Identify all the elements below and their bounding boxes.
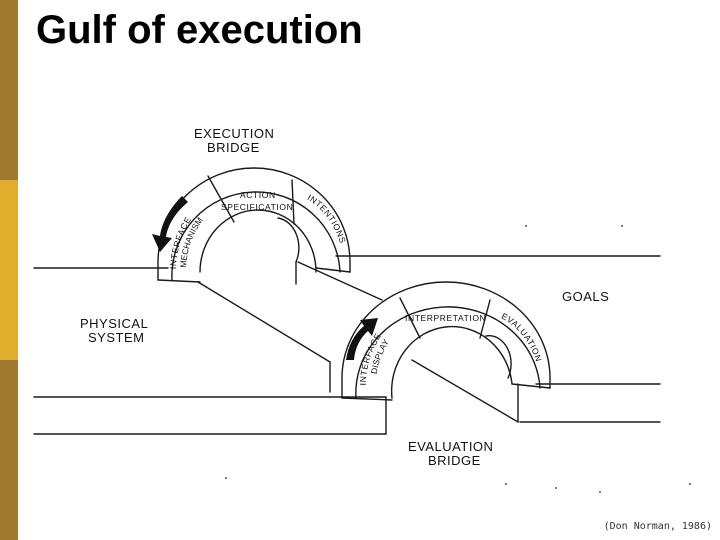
sidebar-accent [0, 0, 18, 540]
upward-arrow-icon [346, 318, 378, 360]
action-specification-label: ACTION SPECIFICATION [221, 190, 293, 212]
goals-label: GOALS [562, 289, 609, 304]
diagram-lines [33, 167, 661, 435]
slide-title: Gulf of execution [36, 8, 363, 52]
interpretation-label: INTERPRETATION [405, 313, 486, 323]
citation: (Don Norman, 1986) [603, 521, 712, 532]
execution-bridge-label: EXECUTION BRIDGE [194, 126, 278, 155]
sidebar-segment-bottom [0, 360, 18, 540]
physical-system-label: PHYSICAL SYSTEM [80, 316, 152, 345]
downward-arrow-icon [152, 196, 188, 252]
evaluation-bridge-label: EVALUATION BRIDGE [408, 439, 498, 468]
sidebar-segment-top [0, 0, 18, 180]
scan-specks [225, 225, 691, 493]
sidebar-segment-middle [0, 180, 18, 360]
evaluation-label: EVALUATION [500, 311, 544, 363]
